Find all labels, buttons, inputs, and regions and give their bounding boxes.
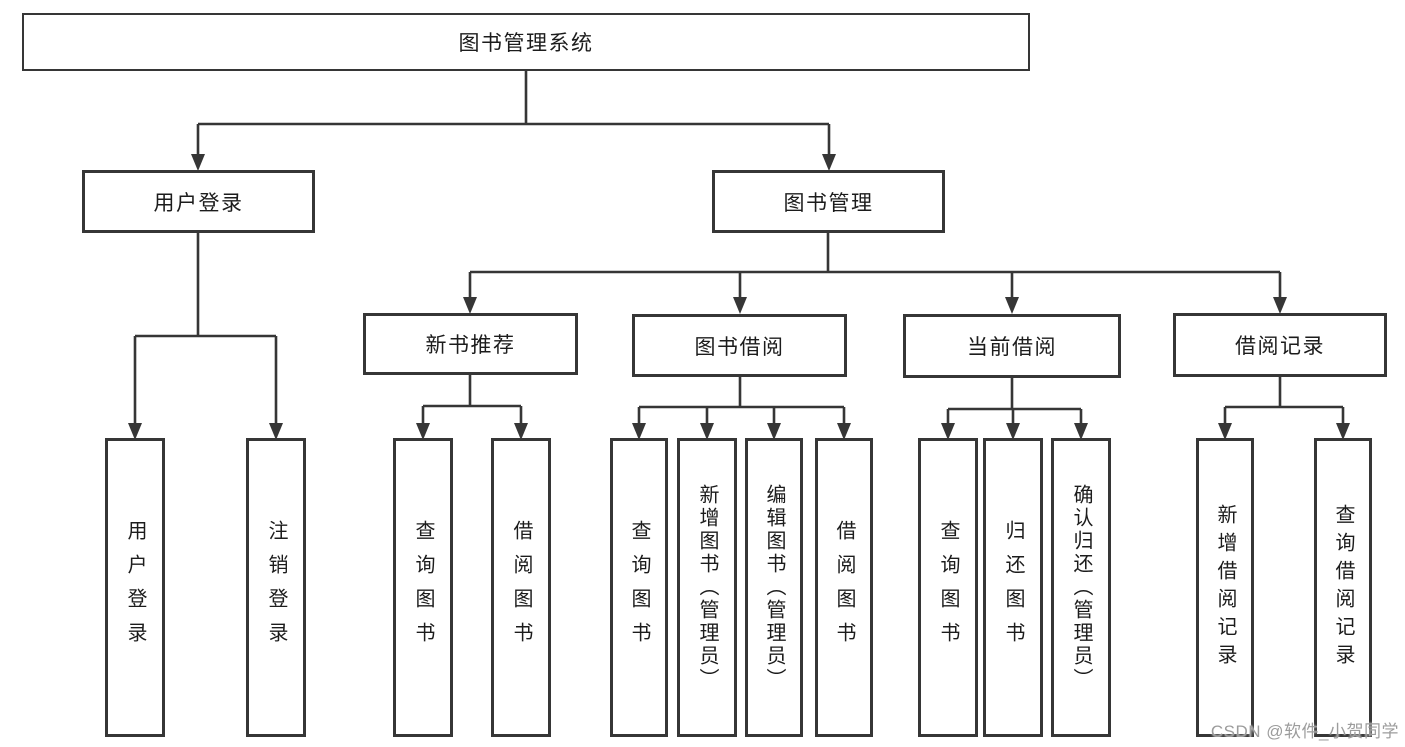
node-label: 确认归还（管理员）: [1070, 484, 1092, 691]
node-book-borrowing: 图书借阅: [632, 314, 847, 377]
leaf-user-login: 用户登录: [105, 438, 165, 737]
node-label: 借阅记录: [1235, 335, 1325, 358]
leaf-return-book: 归还图书: [983, 438, 1043, 737]
node-label: 图书管理: [783, 191, 874, 215]
leaf-logout: 注销登录: [246, 438, 306, 737]
node-label: 用户登录: [153, 191, 244, 215]
node-label: 编辑图书（管理员）: [763, 484, 785, 691]
node-current-borrowing: 当前借阅: [903, 314, 1121, 378]
leaf-add-borrow-record: 新增借阅记录: [1196, 438, 1254, 737]
node-new-book-recommend: 新书推荐: [363, 313, 578, 375]
leaf-query-borrow-record: 查询借阅记录: [1314, 438, 1372, 737]
node-book-management: 图书管理: [712, 170, 945, 233]
node-label: 注销登录: [265, 519, 287, 656]
node-label: 新增借阅记录: [1214, 503, 1236, 672]
node-label: 新增图书（管理员）: [696, 484, 718, 691]
leaf-borrow-books: 借阅图书: [815, 438, 873, 737]
leaf-query-books-borrowing: 查询图书: [610, 438, 668, 737]
node-label: 用户登录: [124, 519, 146, 656]
node-label: 图书借阅: [694, 335, 785, 359]
node-label: 图书管理系统: [458, 32, 594, 55]
watermark: CSDN @软件_小贺同学: [1210, 722, 1399, 741]
leaf-query-books-current: 查询图书: [918, 438, 978, 737]
leaf-add-book-admin: 新增图书（管理员）: [677, 438, 737, 737]
node-label: 借阅图书: [833, 519, 855, 656]
node-label: 查询图书: [412, 519, 434, 656]
node-label: 当前借阅: [967, 336, 1057, 359]
node-borrowing-records: 借阅记录: [1173, 313, 1387, 377]
leaf-edit-book-admin: 编辑图书（管理员）: [745, 438, 803, 737]
leaf-confirm-return-admin: 确认归还（管理员）: [1051, 438, 1111, 737]
node-label: 借阅图书: [510, 519, 532, 656]
node-label: 查询图书: [628, 519, 650, 656]
leaf-query-books-recommend: 查询图书: [393, 438, 453, 737]
leaf-borrow-books-recommend: 借阅图书: [491, 438, 551, 737]
node-label: 归还图书: [1002, 519, 1024, 656]
node-book-management-system: 图书管理系统: [22, 13, 1030, 71]
node-label: 查询借阅记录: [1332, 503, 1354, 672]
node-label: 新书推荐: [425, 334, 516, 357]
node-label: 查询图书: [937, 519, 959, 656]
node-user-login-branch: 用户登录: [82, 170, 315, 233]
